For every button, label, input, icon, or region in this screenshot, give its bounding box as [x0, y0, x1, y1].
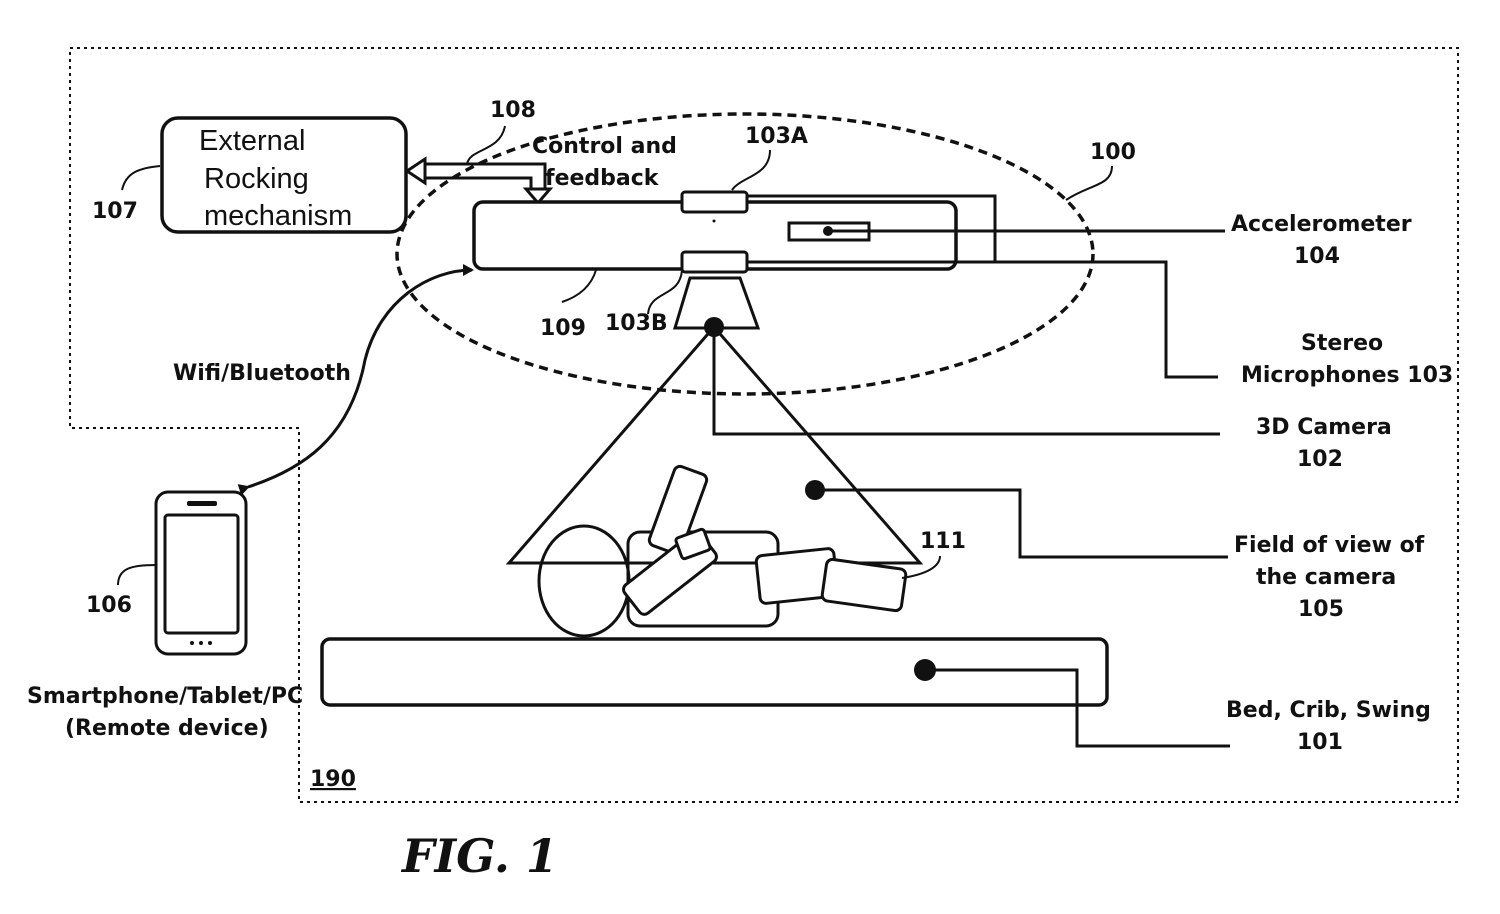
ref-190: 190	[310, 767, 356, 792]
microphones-leader	[995, 260, 1218, 379]
device-boundary-100	[395, 112, 1095, 396]
microphones-line1: Stereo	[1301, 331, 1383, 356]
ref-108: 108	[490, 98, 536, 123]
ref-109: 109	[540, 316, 586, 341]
fov-ref: 105	[1298, 597, 1344, 622]
control-label-line2: feedback	[545, 166, 660, 191]
bed-name: Bed, Crib, Swing	[1226, 698, 1431, 723]
smartphone-icon	[154, 490, 248, 656]
camera-name: 3D Camera	[1256, 415, 1392, 440]
ref-107: 107	[92, 199, 138, 224]
camera-leader	[712, 327, 1220, 436]
infant-leg-lower	[820, 557, 908, 613]
microphones-line2: Microphones 103	[1241, 363, 1453, 388]
ref-100: 100	[1090, 140, 1136, 165]
camera-ref: 102	[1297, 447, 1343, 472]
fov-line1: Field of view of	[1234, 533, 1425, 558]
mic-bracket	[747, 194, 997, 264]
external-line2: Rocking	[204, 163, 309, 195]
ref-103b: 103B	[605, 311, 668, 336]
remote-line2: (Remote device)	[65, 716, 269, 741]
ref-111: 111	[920, 529, 966, 554]
bed-crib-swing	[320, 637, 1109, 707]
infant-hand	[674, 527, 712, 561]
remote-line1: Smartphone/Tablet/PC	[27, 684, 303, 709]
control-label-line1: Control and	[532, 134, 677, 159]
bed-ref: 101	[1297, 730, 1343, 755]
external-rocking-box	[160, 116, 408, 234]
control-feedback-arrow	[404, 156, 554, 206]
microphone-103a	[680, 190, 749, 214]
accelerometer-name: Accelerometer	[1231, 212, 1412, 237]
system-boundary-190	[69, 47, 1459, 803]
wireless-link-arrow	[237, 264, 474, 496]
fov-leader	[815, 488, 1228, 559]
external-line1: External	[199, 125, 305, 157]
microphone-103b	[680, 250, 749, 274]
wireless-label: Wifi/Bluetooth	[173, 361, 351, 386]
ref-103a: 103A	[745, 124, 808, 149]
field-of-view-cone	[505, 324, 924, 565]
external-line3: mechanism	[204, 200, 352, 232]
ref-106: 106	[86, 593, 132, 618]
fov-line2: the camera	[1256, 565, 1396, 590]
reference-squiggles	[117, 125, 1113, 586]
bed-leader	[925, 668, 1230, 748]
accelerometer-ref: 104	[1294, 244, 1340, 269]
infant-arm-upper	[647, 464, 709, 556]
figure-label: FIG. 1	[400, 829, 558, 883]
callout-lines	[712, 194, 1230, 748]
infant-head	[537, 524, 631, 638]
microphone-103a-dot	[712, 219, 716, 223]
camera-3d	[672, 276, 761, 330]
infant-figure	[537, 464, 908, 638]
